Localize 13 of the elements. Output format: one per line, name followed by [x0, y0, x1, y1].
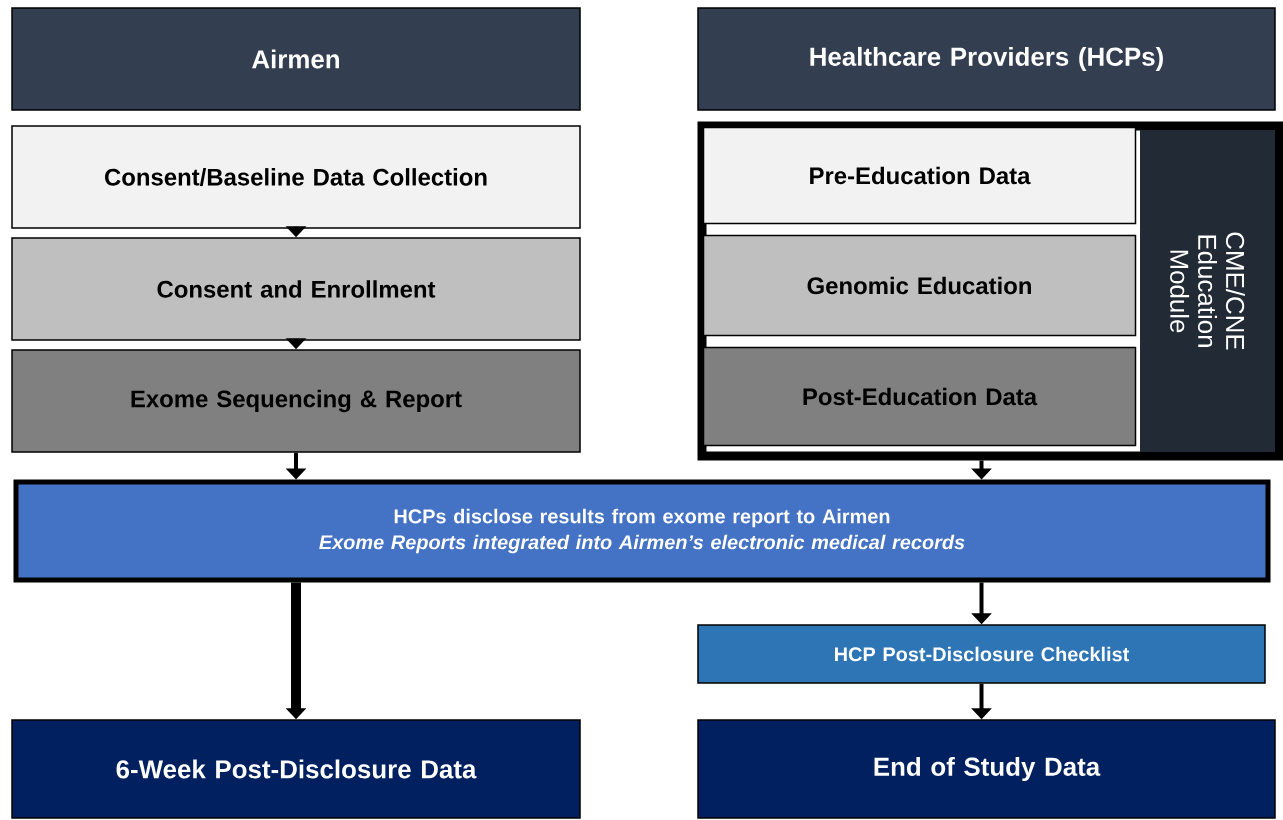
process-box: Pre-Education Data [702, 126, 1137, 225]
process-box: Consent and Enrollment [11, 237, 581, 341]
disclosure-box: HCPs disclose results from exome report to Airmen Exome Reports integrated into Airmen’s electronic medical records [13, 479, 1271, 583]
header-box: Healthcare Providers (HCPs) [697, 7, 1276, 111]
outcome-box: 6-Week Post-Disclosure Data [11, 719, 581, 819]
checklist-box: HCP Post-Disclosure Checklist [697, 624, 1266, 684]
process-box: Genomic Education [702, 234, 1137, 337]
process-box: Exome Sequencing & Report [11, 349, 581, 453]
process-box: Consent/Baseline Data Collection [11, 125, 581, 229]
outcome-box: End of Study Data [697, 719, 1276, 819]
side-panel: CME/CNE Education Module [1140, 130, 1275, 452]
header-box: Airmen [11, 7, 581, 111]
process-box: Post-Education Data [702, 346, 1137, 447]
